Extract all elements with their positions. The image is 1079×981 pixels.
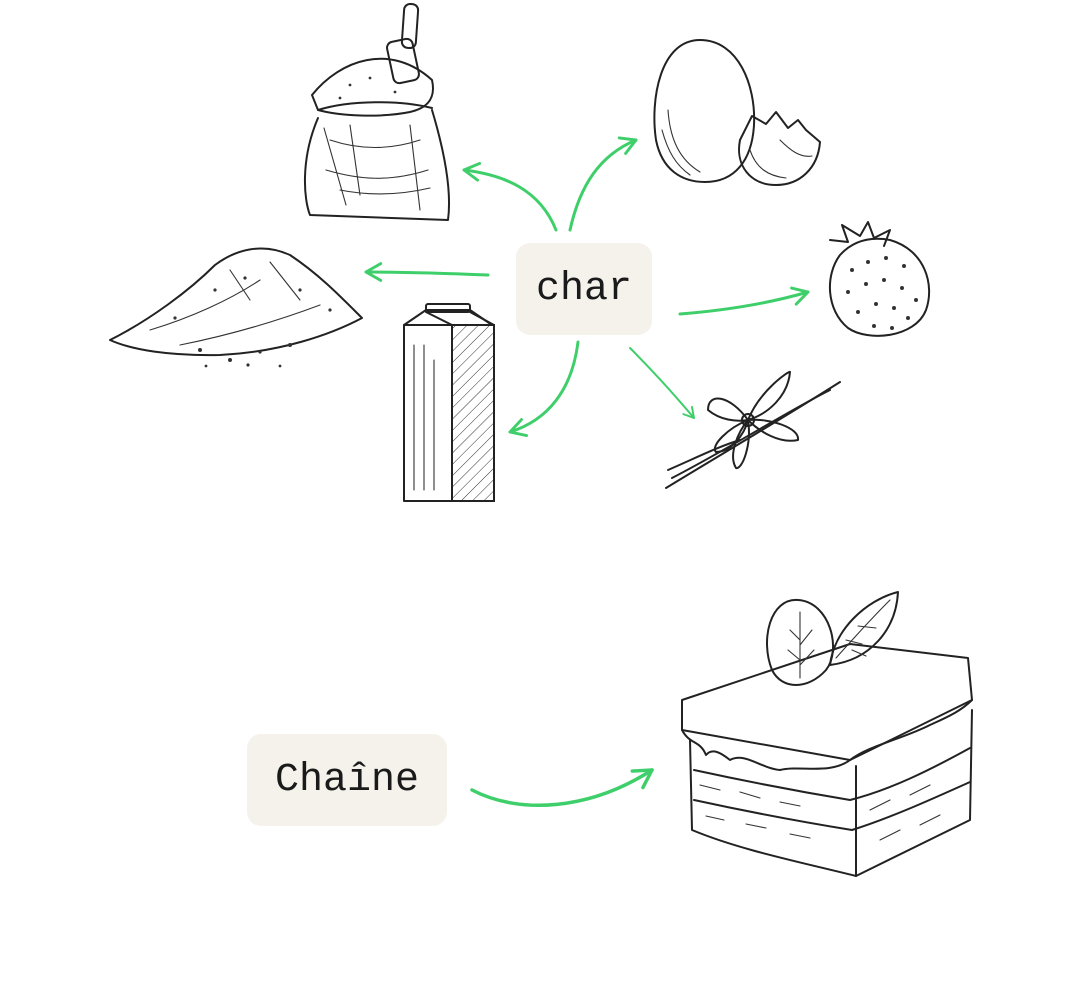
- char-label: char: [516, 243, 652, 335]
- milk-carton-icon: [403, 303, 495, 502]
- arrow-to-sugar: [364, 262, 490, 282]
- arrow-to-milk: [508, 340, 580, 438]
- strawberry-icon: [829, 221, 931, 337]
- chaine-label: Chaîne: [247, 734, 447, 826]
- arrow-to-cake: [470, 768, 654, 808]
- arrow-to-strawberry: [678, 286, 810, 316]
- arrow-to-egg: [568, 136, 638, 232]
- arrow-to-flour: [462, 161, 558, 232]
- vanilla-icon: [665, 370, 841, 489]
- arrow-to-vanilla: [629, 347, 695, 419]
- sugar-pile-icon: [109, 247, 363, 368]
- flour-sack-icon: [303, 2, 451, 221]
- cake-icon: [681, 591, 973, 877]
- egg-icon: [653, 39, 821, 186]
